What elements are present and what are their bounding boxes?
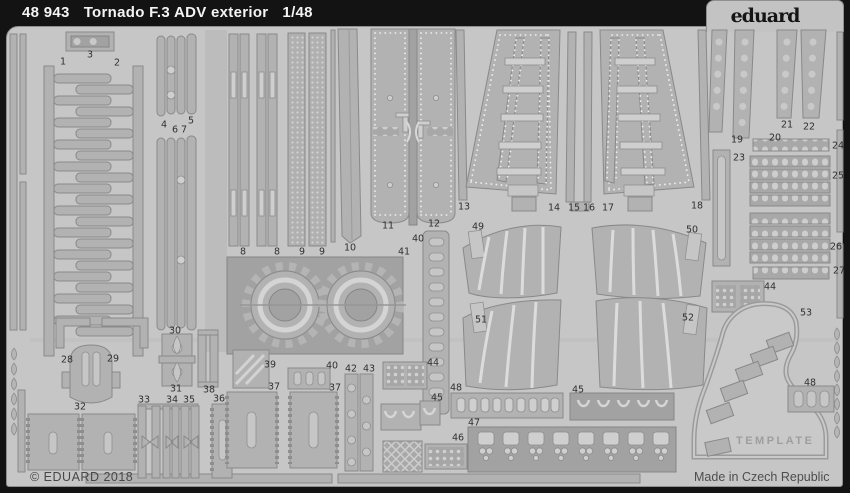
part-45-vee-strip bbox=[569, 392, 675, 421]
part-38-strips bbox=[197, 329, 219, 388]
parts-11-12-panels bbox=[370, 28, 456, 226]
parts-49-52-fan-panels bbox=[462, 224, 708, 391]
eduard-logo: eduard bbox=[730, 5, 801, 27]
origin-text: Made in Czech Republic bbox=[694, 470, 830, 484]
parts-13-18-slats bbox=[455, 29, 711, 212]
part-30-31-bracket bbox=[158, 333, 196, 387]
header-band: 48 943 Tornado F.3 ADV exterior 1/48 bbox=[22, 4, 327, 21]
product-title: Tornado F.3 ADV exterior bbox=[83, 4, 269, 21]
part-1-comb bbox=[43, 65, 112, 357]
copyright-text: © EDUARD 2018 bbox=[30, 470, 134, 484]
gear-wheels-panel bbox=[226, 256, 406, 355]
parts-8-9-strips bbox=[228, 32, 327, 247]
part-32-serrated-plates bbox=[26, 413, 137, 471]
gear-wheel-right bbox=[316, 262, 406, 348]
scale-label: 1/48 bbox=[282, 4, 313, 21]
part-23-frame bbox=[712, 149, 731, 267]
parts-33-36-strips bbox=[137, 403, 233, 479]
part-40-slot-block bbox=[287, 367, 331, 390]
parts-37-serrated-plates bbox=[225, 391, 339, 469]
part-48-slot-strip bbox=[450, 392, 564, 419]
frame-strips bbox=[9, 31, 844, 484]
part-3-strip bbox=[65, 31, 115, 52]
parts-28-29-dome bbox=[55, 317, 149, 404]
part-2-comb bbox=[75, 65, 144, 357]
part-47-figure-strip bbox=[467, 426, 677, 473]
parts-44-46-pattern-blocks bbox=[380, 361, 468, 473]
parts-19-22-ladder-rails bbox=[708, 29, 827, 139]
parts-4-5-6-7-strips bbox=[156, 33, 197, 331]
part-48-right-block bbox=[787, 385, 835, 413]
parts-42-43-strips bbox=[344, 373, 374, 472]
template-label: TEMPLATE bbox=[736, 435, 815, 447]
part-53-template bbox=[691, 301, 829, 460]
parts-24-27-lace-blocks bbox=[749, 138, 831, 280]
part-39-diagonal-plate bbox=[232, 349, 270, 389]
brand-tab: eduard bbox=[706, 0, 844, 32]
part-10-blade bbox=[330, 28, 362, 244]
catalog-number: 48 943 bbox=[22, 4, 70, 21]
